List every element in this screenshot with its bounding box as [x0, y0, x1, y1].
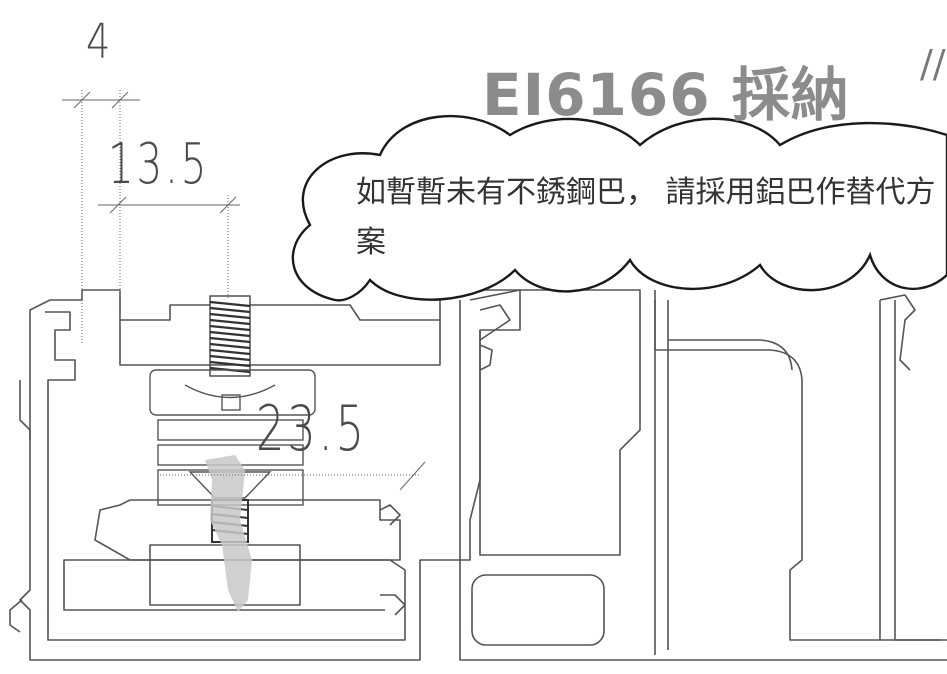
cloud-callout	[291, 114, 947, 302]
title-stamp: EI6166 採納	[482, 61, 850, 129]
profile-slot	[120, 304, 440, 321]
clip-left	[9, 380, 31, 633]
lower-chamber	[94, 499, 401, 561]
frame-right	[459, 289, 947, 661]
aluminium-profile	[19, 289, 521, 661]
corner-mark: //	[920, 42, 946, 86]
frame-right-hook	[479, 304, 511, 371]
screw	[209, 295, 251, 377]
frame-right-slot	[471, 574, 605, 646]
pencil-smudge	[205, 455, 252, 612]
note-text: 如暫暫未有不銹鋼巴， 請採用鋁巴作替代方案	[356, 175, 936, 260]
frame-right-inner	[654, 300, 940, 641]
dimension-label-4: 4	[86, 14, 114, 70]
dimension-label-13-5: 13.5	[108, 132, 210, 197]
frame-right-wall	[654, 290, 947, 655]
dimension-label-23-5: 23.5	[256, 392, 367, 465]
frame-right-clip	[879, 294, 916, 371]
clip-right	[379, 504, 406, 616]
dimension-lines	[62, 90, 426, 491]
